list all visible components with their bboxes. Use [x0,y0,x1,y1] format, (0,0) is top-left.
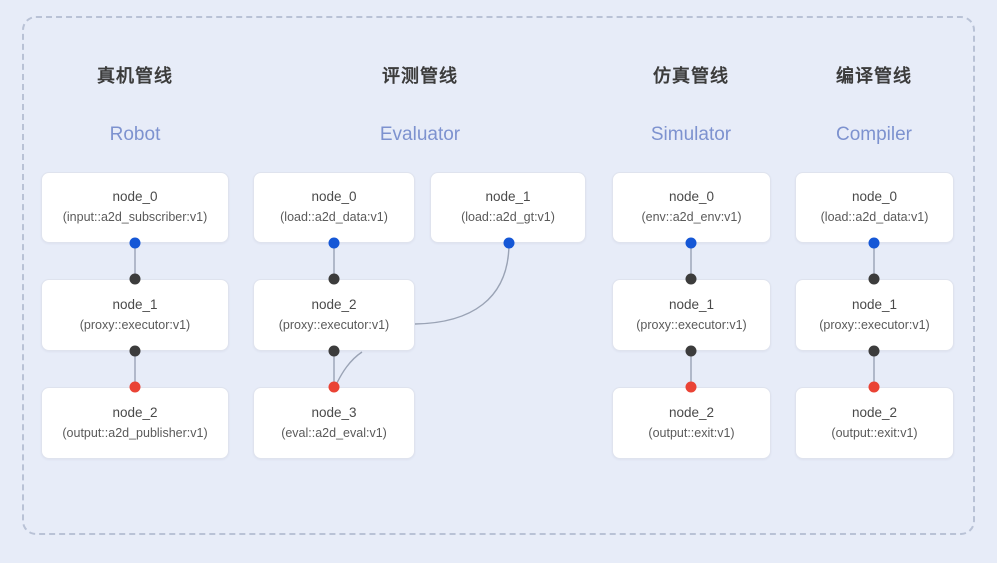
node-evaluator-3[interactable]: node_3 (eval::a2d_eval:v1) [253,387,415,459]
node-type: (env::a2d_env:v1) [641,210,742,225]
node-type: (load::a2d_data:v1) [280,210,388,225]
node-evaluator-2[interactable]: node_2 (proxy::executor:v1) [253,279,415,351]
node-type: (load::a2d_data:v1) [820,210,929,225]
node-name: node_0 [112,189,158,205]
output-port-simulator-0[interactable] [685,237,697,249]
input-port-evaluator-2[interactable] [328,273,340,285]
node-simulator-1[interactable]: node_1 (proxy::executor:v1) [612,279,771,351]
output-port-evaluator-1[interactable] [503,237,515,249]
node-simulator-2[interactable]: node_2 (output::exit:v1) [612,387,771,459]
input-port-robot-2[interactable] [129,381,141,393]
node-name: node_3 [311,404,357,420]
node-name: node_1 [485,189,531,205]
node-name: node_1 [851,296,898,312]
node-name: node_1 [668,296,715,312]
node-compiler-2[interactable]: node_2 (output::exit:v1) [795,387,954,459]
node-evaluator-0[interactable]: node_0 (load::a2d_data:v1) [253,172,415,243]
node-type: (eval::a2d_eval:v1) [281,425,387,440]
output-port-evaluator-0[interactable] [328,237,340,249]
node-robot-0[interactable]: node_0 (input::a2d_subscriber:v1) [41,172,229,243]
node-type: (output::exit:v1) [648,425,735,440]
node-compiler-0[interactable]: node_0 (load::a2d_data:v1) [795,172,954,243]
node-name: node_1 [112,296,158,312]
node-type: (proxy::executor:v1) [79,317,191,332]
output-port-compiler-1[interactable] [868,345,880,357]
node-robot-2[interactable]: node_2 (output::a2d_publisher:v1) [41,387,229,459]
node-type: (input::a2d_subscriber:v1) [62,210,208,225]
node-name: node_2 [112,404,158,420]
node-name: node_2 [851,404,898,420]
node-name: node_0 [311,189,357,205]
input-port-evaluator-3[interactable] [328,381,340,393]
node-evaluator-1[interactable]: node_1 (load::a2d_gt:v1) [430,172,586,243]
node-compiler-1[interactable]: node_1 (proxy::executor:v1) [795,279,954,351]
output-port-simulator-1[interactable] [685,345,697,357]
output-port-evaluator-2[interactable] [328,345,340,357]
node-name: node_2 [311,296,357,312]
input-port-robot-1[interactable] [129,273,141,285]
input-port-simulator-1[interactable] [685,273,697,285]
pipeline-panel-dashed-border [22,16,975,535]
output-port-compiler-0[interactable] [868,237,880,249]
input-port-compiler-2[interactable] [868,381,880,393]
node-type: (output::exit:v1) [831,425,918,440]
node-type: (output::a2d_publisher:v1) [62,425,208,440]
node-name: node_2 [668,404,715,420]
input-port-compiler-1[interactable] [868,273,880,285]
node-type: (proxy::executor:v1) [819,317,930,332]
node-type: (proxy::executor:v1) [278,317,390,332]
node-type: (load::a2d_gt:v1) [461,210,555,225]
node-name: node_0 [851,189,898,205]
output-port-robot-1[interactable] [129,345,141,357]
node-type: (proxy::executor:v1) [636,317,747,332]
output-port-robot-0[interactable] [129,237,141,249]
node-robot-1[interactable]: node_1 (proxy::executor:v1) [41,279,229,351]
input-port-simulator-2[interactable] [685,381,697,393]
node-name: node_0 [668,189,715,205]
node-simulator-0[interactable]: node_0 (env::a2d_env:v1) [612,172,771,243]
